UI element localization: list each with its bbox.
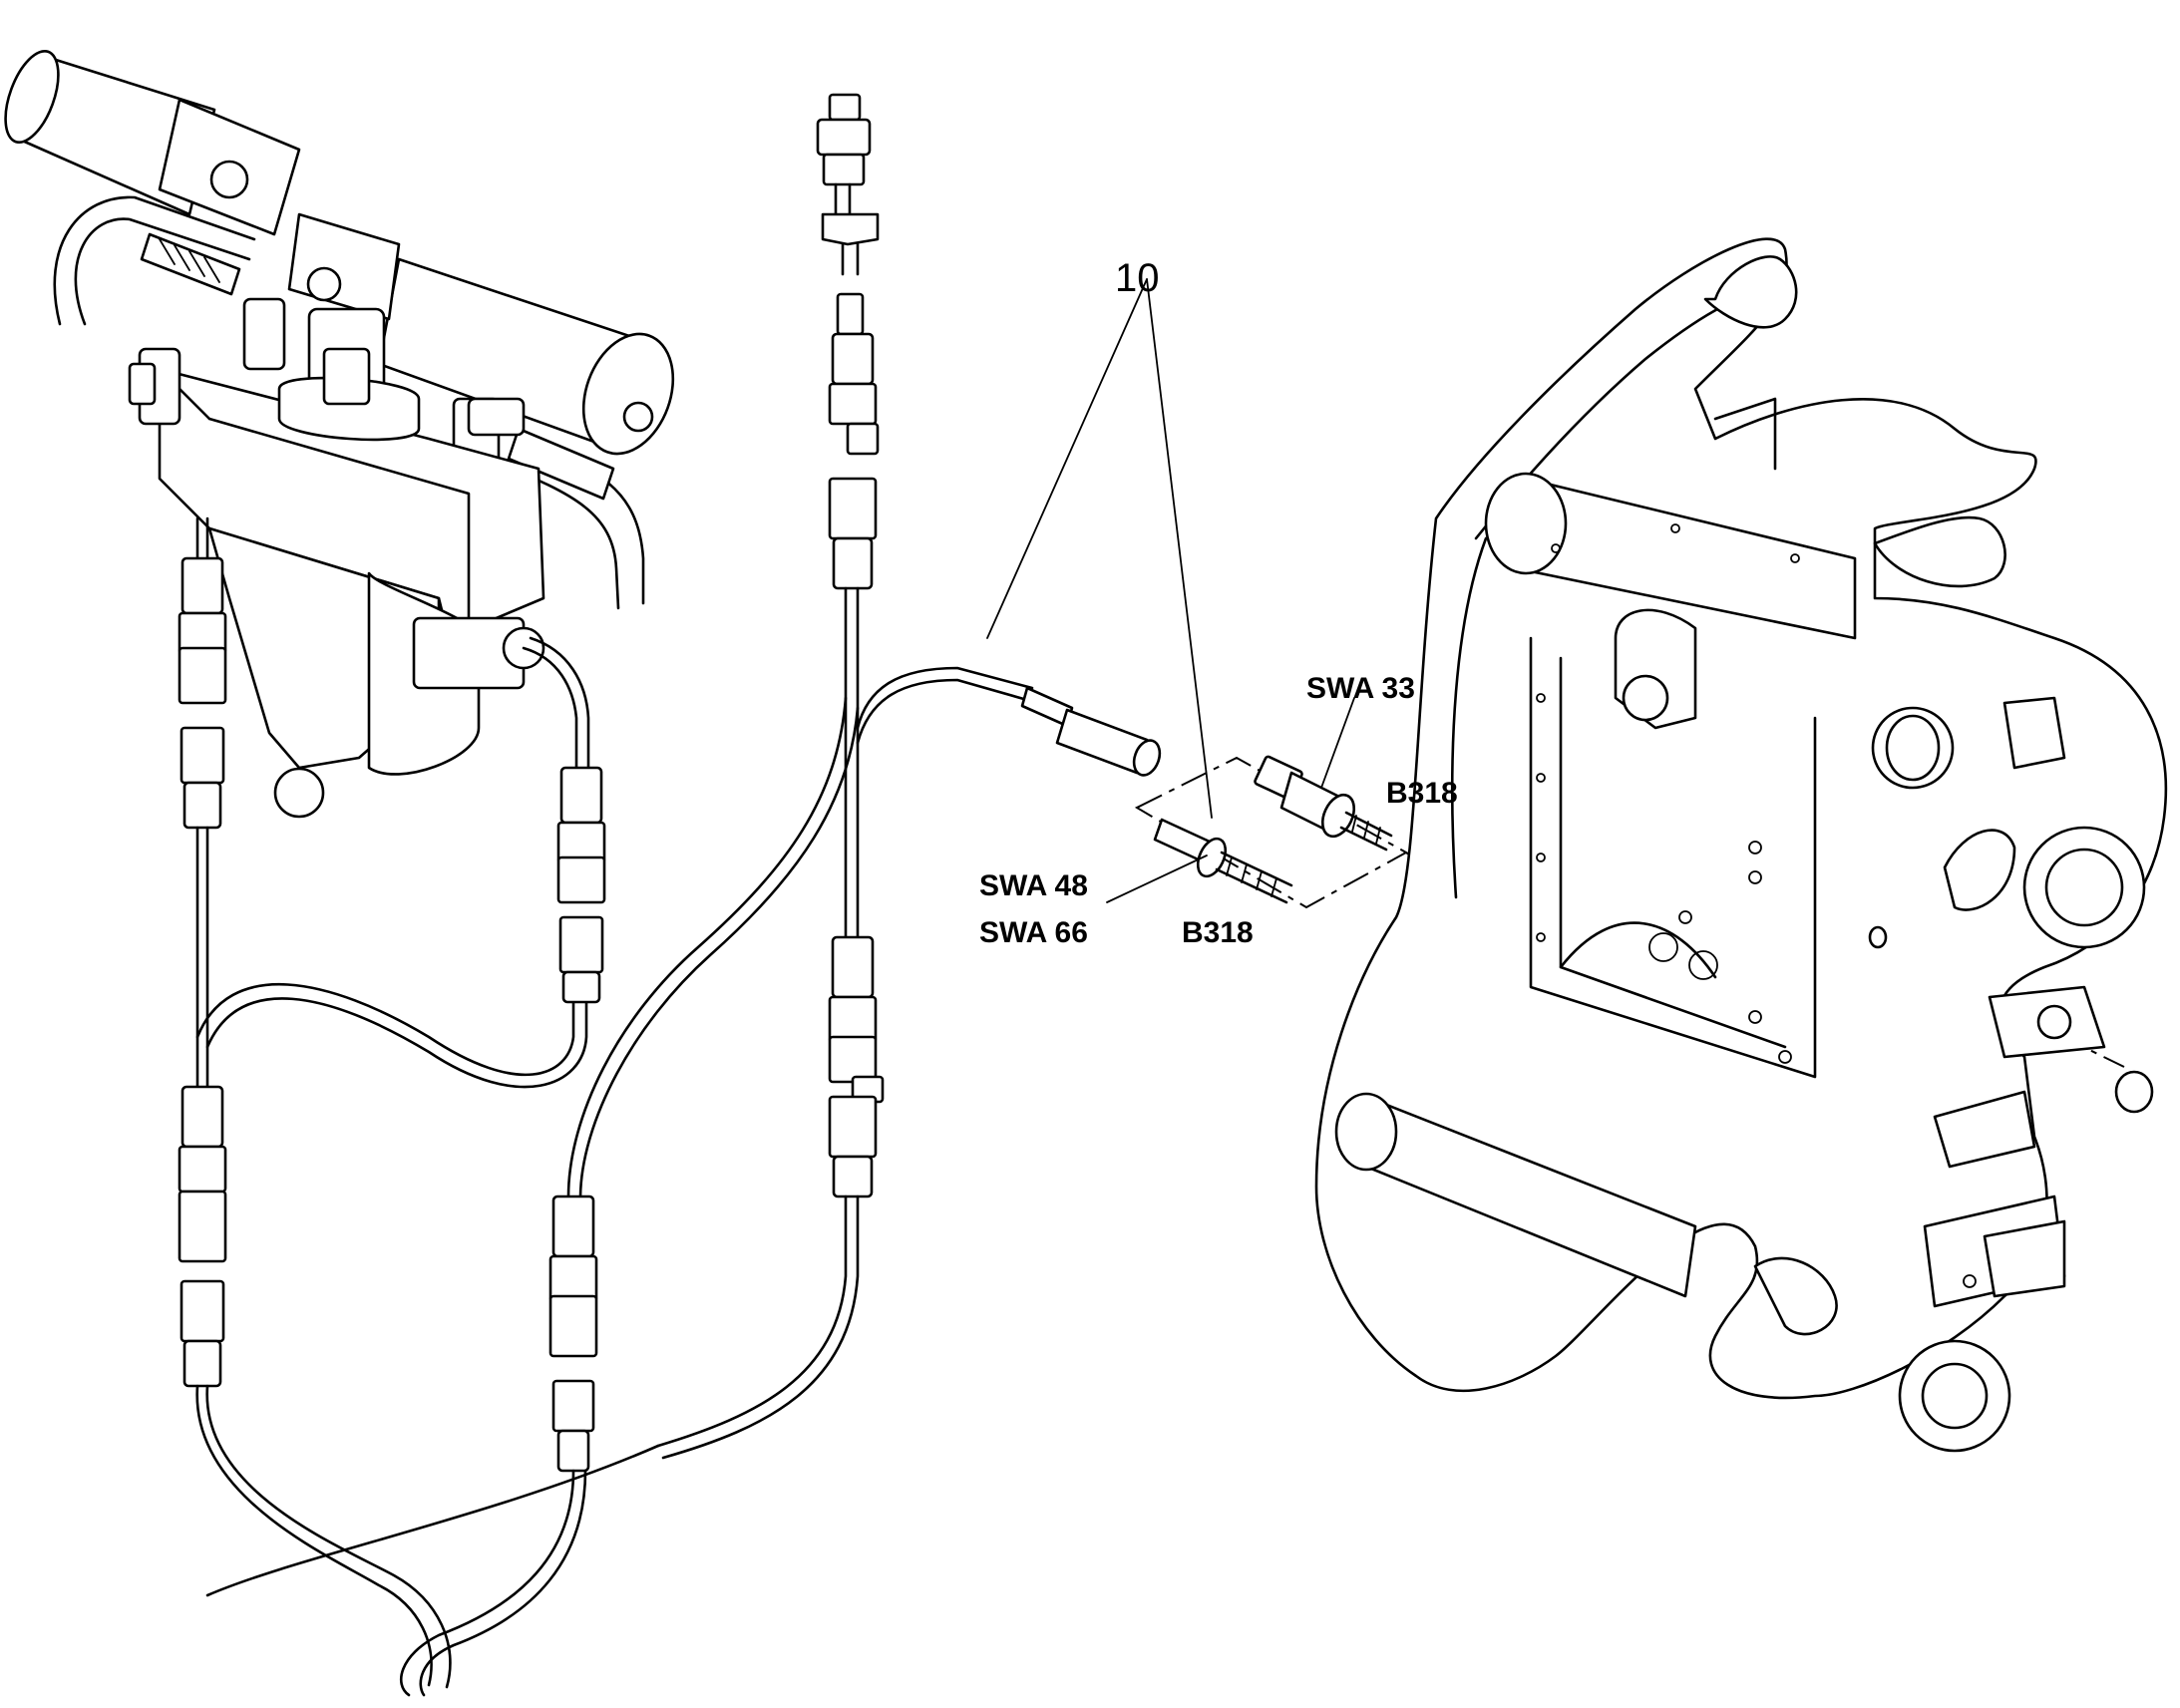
sensor-swa48-66 [1153, 818, 1293, 904]
sensor-lead-top [816, 93, 880, 590]
connector-pair-c [556, 766, 606, 1004]
b318-lower-label: B318 [1182, 916, 1254, 949]
swa66-label: SWA 66 [979, 916, 1088, 949]
connector-pair-b [178, 1085, 227, 1388]
wiring-harness [178, 93, 1162, 1697]
connector-pair-d [828, 935, 885, 1198]
item-number-label: 10 [1115, 256, 1160, 300]
callout-labels: 10 SWA 33 B318 SWA 48 SWA 66 B318 [979, 256, 1458, 949]
swa33-label: SWA 33 [1306, 672, 1415, 705]
b318-upper-label: B318 [1386, 777, 1458, 810]
valve-cylinder-assembly [4, 49, 675, 819]
coupler-frame [1314, 237, 2168, 1453]
sensor-swa33 [1254, 755, 1393, 852]
swa48-label: SWA 48 [979, 869, 1088, 902]
connector-pair-e [548, 1195, 598, 1473]
connector-pair-a [178, 556, 227, 830]
